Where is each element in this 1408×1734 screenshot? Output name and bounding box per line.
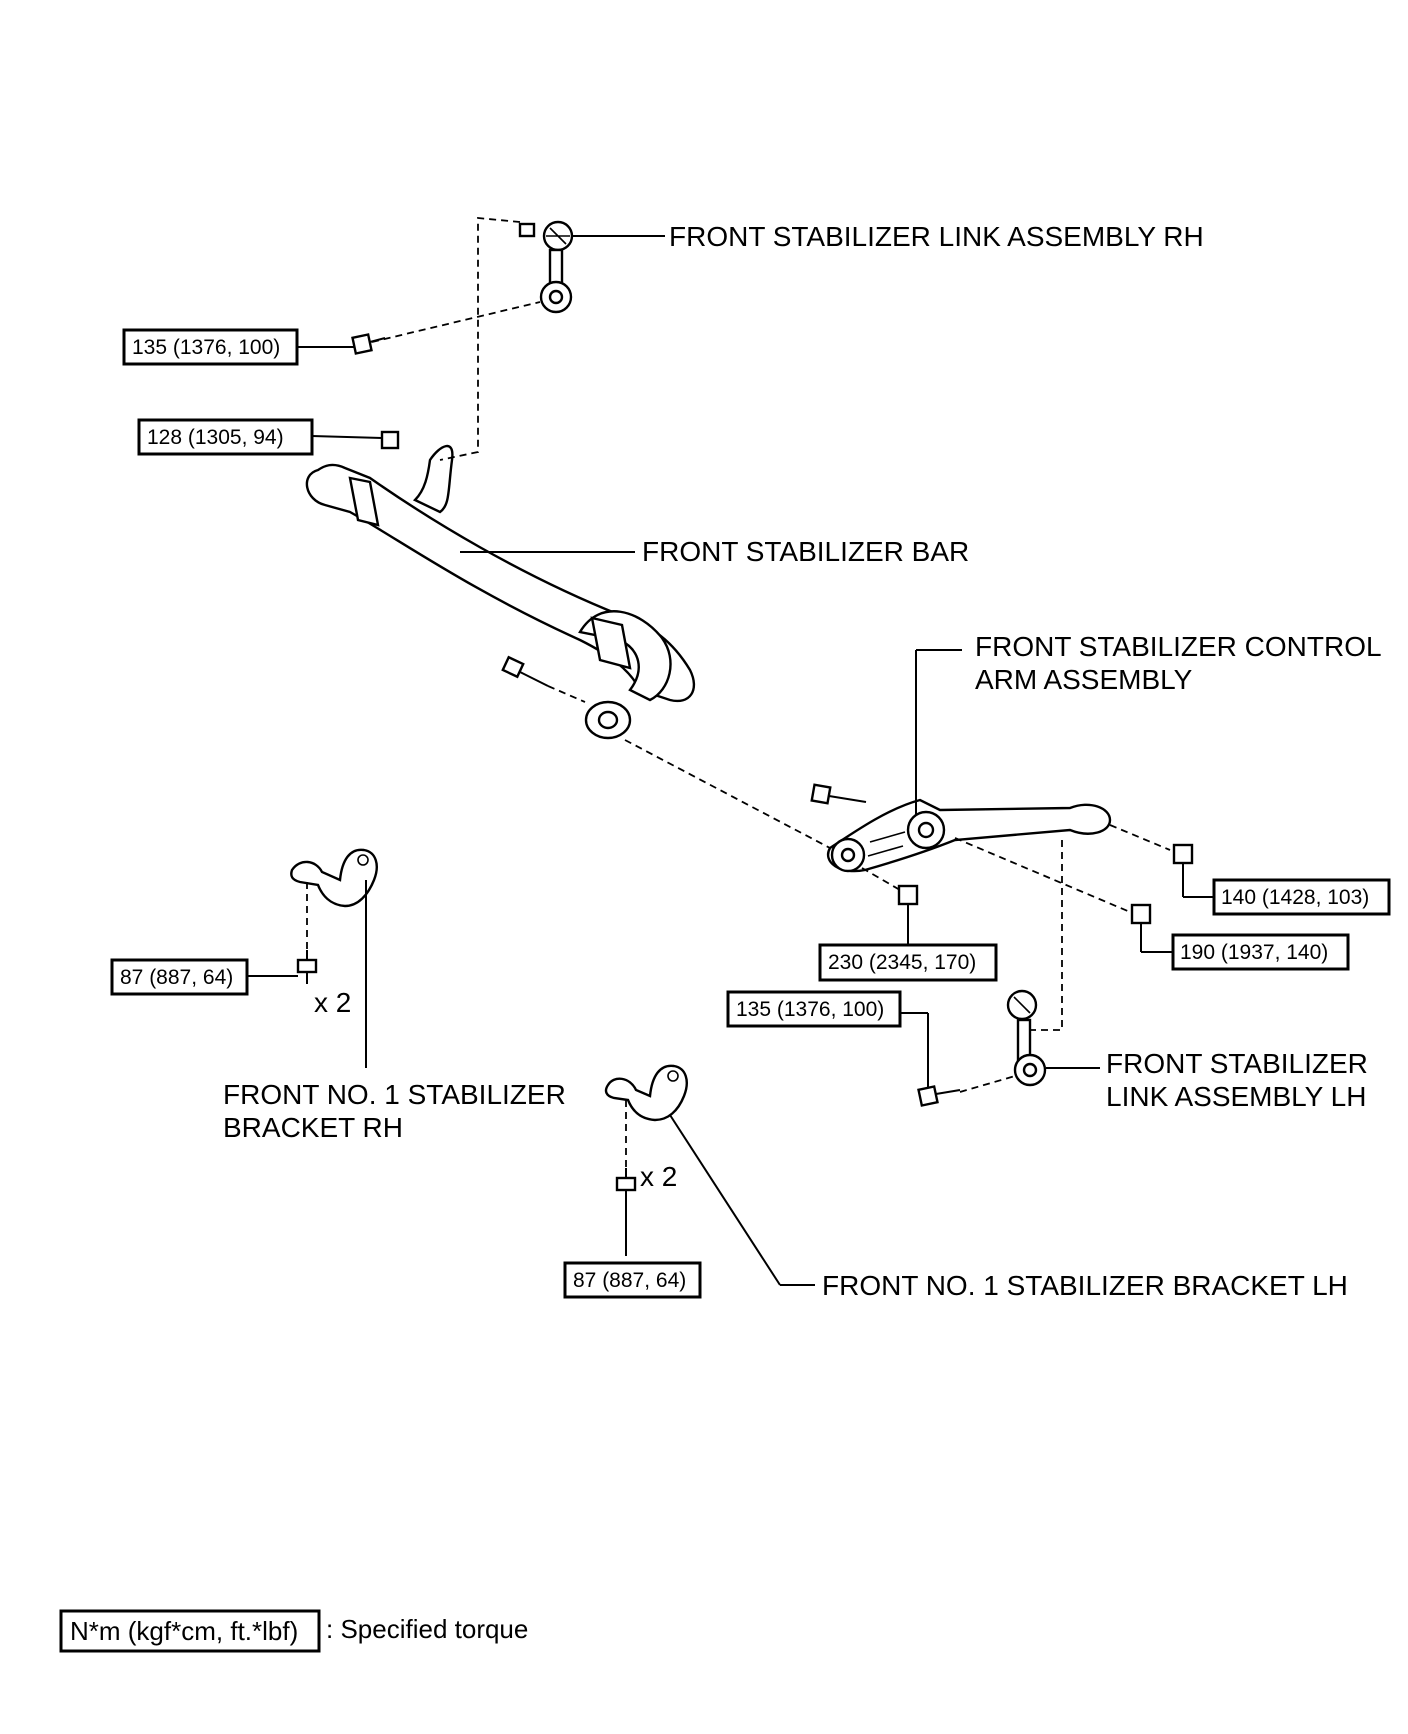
legend-box xyxy=(59,1609,321,1653)
label-bracket-lh: FRONT NO. 1 STABILIZER BRACKET LH xyxy=(822,1270,1348,1301)
label-link-lh-line2: LINK ASSEMBLY LH xyxy=(1106,1081,1366,1112)
label-control-arm-line2: ARM ASSEMBLY xyxy=(975,664,1193,695)
front-stabilizer-control-arm xyxy=(826,798,1112,873)
torque-box-link-rh-bolt: 135 (1376, 100) xyxy=(122,328,299,366)
torque-box-arm-nut-lower: 230 (2345, 170) xyxy=(818,943,998,982)
torque-box-bar-nut: 128 (1305, 94) xyxy=(137,418,314,456)
label-bracket-rh-line2: BRACKET RH xyxy=(223,1112,403,1143)
torque-box-bracket-lh-bolt: 87 (887, 64) xyxy=(563,1261,702,1299)
front-stabilizer-link-lh xyxy=(1006,989,1047,1087)
torque-box-arm-nut-inner: 190 (1937, 140) xyxy=(1171,933,1350,971)
bolt-icon xyxy=(810,783,867,805)
svg-text:230 (2345, 170): 230 (2345, 170) xyxy=(828,951,976,974)
svg-text:135 (1376, 100): 135 (1376, 100) xyxy=(132,336,280,359)
qty-bracket-rh: x 2 xyxy=(314,987,351,1018)
svg-text:140 (1428, 103): 140 (1428, 103) xyxy=(1221,886,1369,909)
qty-bracket-lh: x 2 xyxy=(640,1161,677,1192)
bolt-icon xyxy=(501,655,549,687)
front-stabilizer-bar xyxy=(305,444,696,740)
front-no1-stabilizer-bracket-lh xyxy=(604,1064,688,1122)
torque-box-arm-nut-outer: 140 (1428, 103) xyxy=(1212,878,1391,916)
front-no1-stabilizer-bracket-rh xyxy=(290,848,378,908)
bolt-icon xyxy=(296,950,318,984)
svg-text:135 (1376, 100): 135 (1376, 100) xyxy=(736,998,884,1021)
svg-text:87 (887, 64): 87 (887, 64) xyxy=(573,1269,686,1292)
bolt-icon xyxy=(917,1085,961,1107)
label-control-arm-line1: FRONT STABILIZER CONTROL xyxy=(975,631,1382,662)
svg-text:190 (1937, 140): 190 (1937, 140) xyxy=(1180,941,1328,964)
bolt-icon xyxy=(351,333,386,355)
nut-icon xyxy=(897,884,919,906)
svg-text:128 (1305, 94): 128 (1305, 94) xyxy=(147,426,284,449)
label-bracket-rh-line1: FRONT NO. 1 STABILIZER xyxy=(223,1079,566,1110)
bolt-icon xyxy=(615,1168,637,1256)
label-stabilizer-bar: FRONT STABILIZER BAR xyxy=(642,536,969,567)
torque-box-link-lh-bolt: 135 (1376, 100) xyxy=(726,990,902,1028)
legend: N*m (kgf*cm, ft.*lbf) : Specified torque xyxy=(59,1609,528,1653)
svg-text:87 (887, 64): 87 (887, 64) xyxy=(120,966,233,989)
nut-icon xyxy=(1172,843,1194,865)
label-link-rh: FRONT STABILIZER LINK ASSEMBLY RH xyxy=(669,221,1204,252)
torque-box-bracket-rh-bolt: 87 (887, 64) xyxy=(110,958,249,996)
front-stabilizer-link-rh xyxy=(518,220,574,314)
nut-icon xyxy=(380,430,400,450)
nut-icon xyxy=(1130,903,1152,925)
legend-text: : Specified torque xyxy=(326,1614,528,1644)
label-link-lh-line1: FRONT STABILIZER xyxy=(1106,1048,1368,1079)
legend-unit: N*m (kgf*cm, ft.*lbf) xyxy=(70,1616,298,1646)
